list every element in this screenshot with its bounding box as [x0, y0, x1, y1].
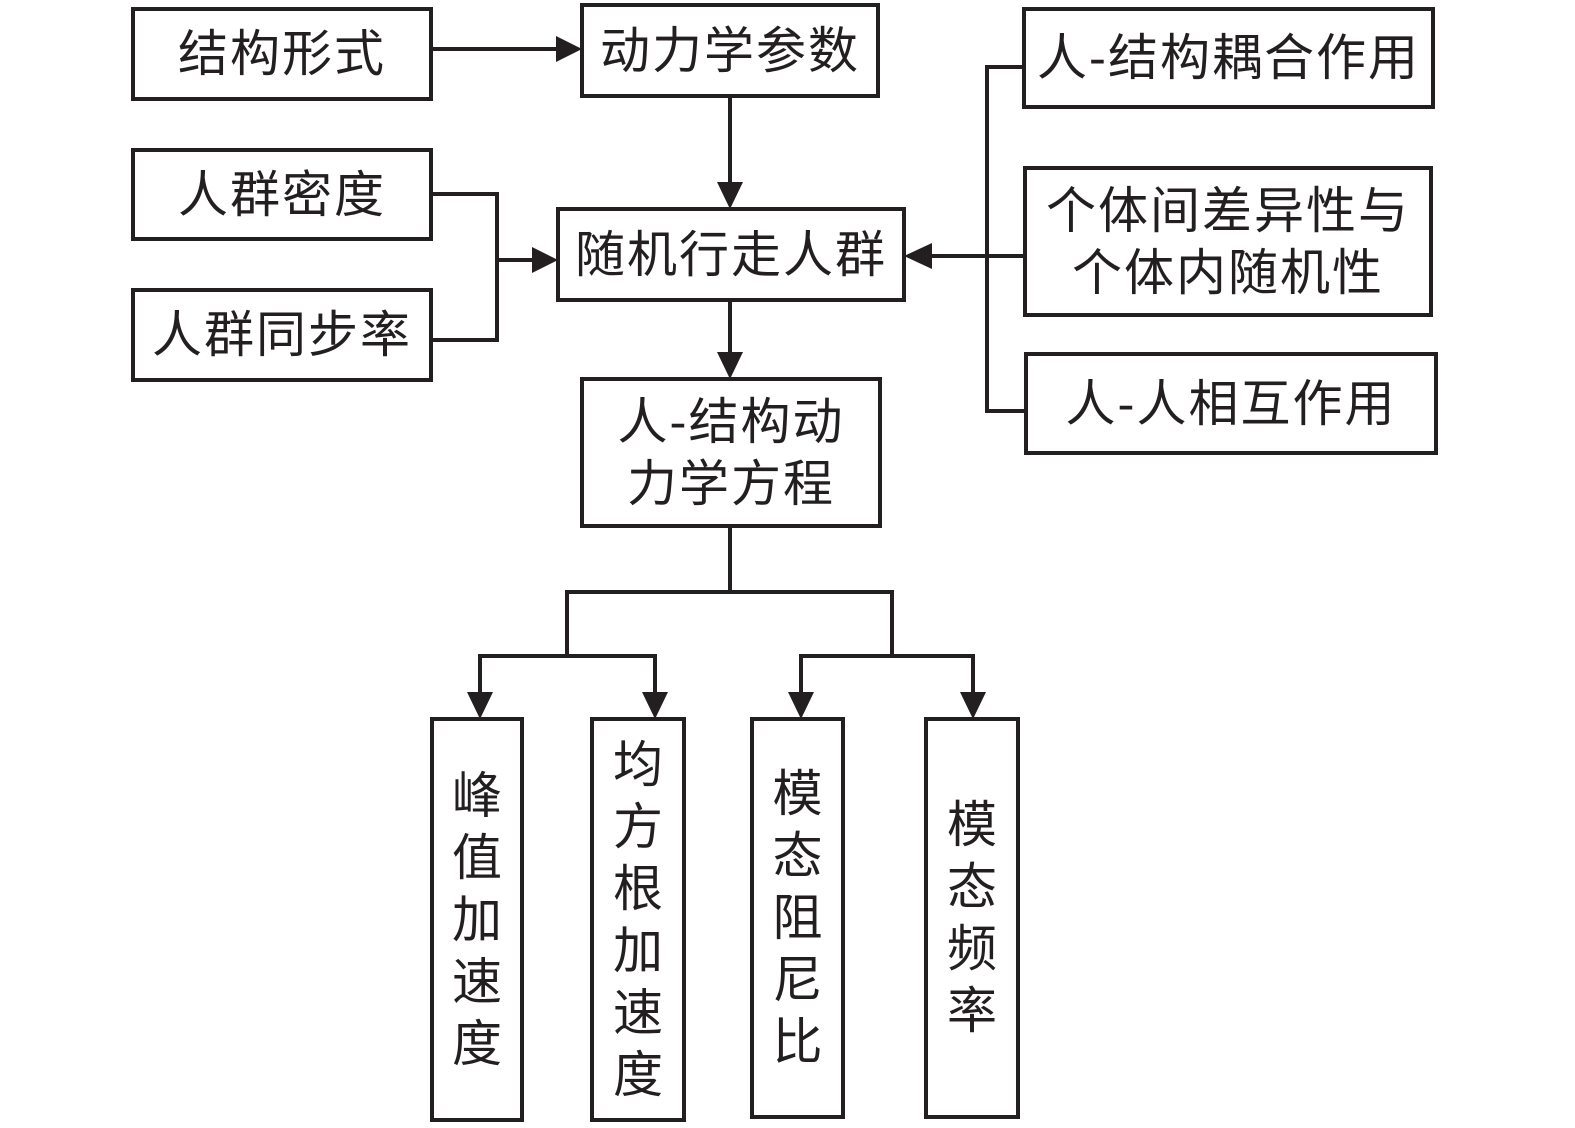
- node-modal-damping-ratio: 模态阻尼比: [750, 717, 845, 1119]
- edge-tree-main: [565, 590, 894, 656]
- edge-tree-left: [478, 654, 657, 695]
- node-random-walking-crowd: 随机行走人群: [556, 207, 906, 302]
- node-dynamic-params: 动力学参数: [580, 3, 880, 98]
- node-label: 人-结构耦合作用: [1037, 29, 1420, 87]
- arrowhead-rms: [642, 692, 668, 719]
- node-label: 模态频率: [947, 796, 997, 1040]
- node-label: 动力学参数: [600, 21, 860, 80]
- node-rms-acceleration: 均方根加速度: [590, 717, 686, 1122]
- arrowhead-damping: [788, 692, 814, 719]
- edge-density-sync-bracket: [432, 192, 499, 342]
- node-crowd-density: 人群密度: [131, 148, 433, 241]
- node-label: 人群同步率: [152, 306, 412, 364]
- node-label: 结构形式: [178, 25, 386, 83]
- node-human-structure-coupling: 人-结构耦合作用: [1022, 7, 1435, 109]
- node-modal-frequency: 模态频率: [924, 717, 1020, 1119]
- node-label: 随机行走人群: [575, 225, 887, 284]
- node-label: 个体间差异性与 个体内随机性: [1046, 181, 1410, 302]
- arrowhead-params: [556, 36, 582, 62]
- node-peak-acceleration: 峰值加速度: [430, 717, 524, 1122]
- node-crowd-sync-rate: 人群同步率: [131, 288, 433, 382]
- arrowhead-crowd-left: [532, 247, 558, 273]
- node-human-human-interaction: 人-人相互作用: [1024, 352, 1438, 455]
- node-structure-form: 结构形式: [131, 7, 433, 101]
- arrowhead-frequency: [960, 692, 986, 719]
- arrowhead-peak: [467, 692, 493, 719]
- node-human-structure-equation: 人-结构动 力学方程: [580, 377, 882, 528]
- node-label: 均方根加速度: [613, 735, 663, 1104]
- edge-tree-right: [799, 654, 975, 695]
- node-label: 人群密度: [178, 165, 386, 224]
- node-label: 峰值加速度: [452, 766, 502, 1073]
- node-label: 人-人相互作用: [1065, 374, 1397, 433]
- arrowhead-crowd-top: [717, 182, 743, 209]
- arrowhead-equation: [717, 352, 743, 379]
- edge-right-bracket: [985, 65, 1026, 413]
- arrowhead-crowd-right: [904, 243, 932, 269]
- node-label: 人-结构动 力学方程: [617, 392, 845, 513]
- node-label: 模态阻尼比: [772, 765, 823, 1071]
- node-inter-intra-variability: 个体间差异性与 个体内随机性: [1023, 166, 1433, 317]
